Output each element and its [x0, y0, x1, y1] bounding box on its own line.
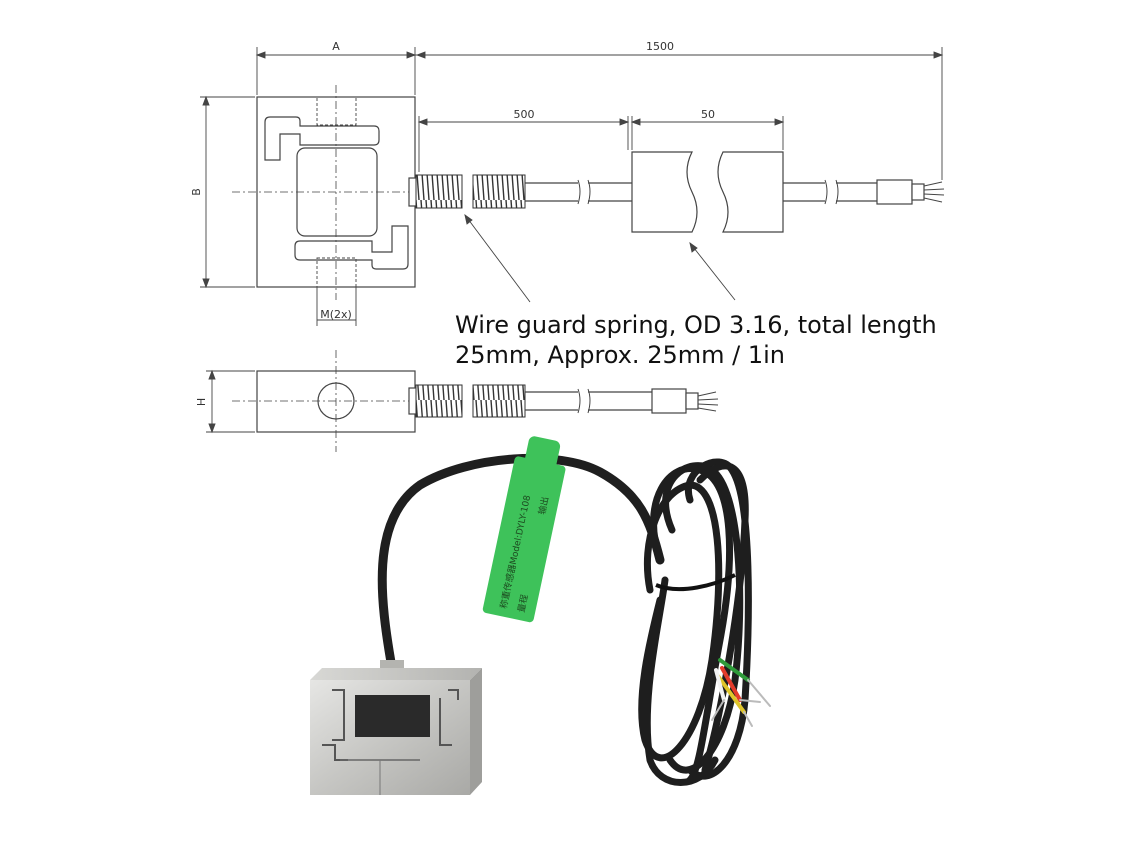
- spring-pointer-arrow: [464, 214, 531, 303]
- wire-ends: [923, 181, 945, 203]
- block-pointer-arrow: [689, 242, 736, 301]
- sensor-window: [355, 695, 430, 737]
- dimension-label-h: H: [195, 398, 208, 406]
- colored-wire-ends: [711, 658, 771, 727]
- front-view: [232, 85, 440, 300]
- side-view: [232, 350, 719, 452]
- upper-s-slot: [264, 116, 380, 161]
- cable-tie: [655, 573, 736, 592]
- lower-s-slot: [294, 225, 409, 270]
- dimension-label-1500: 1500: [646, 40, 674, 53]
- spring-annotation: Wire guard spring, OD 3.16, total length…: [455, 310, 1015, 370]
- product-label: 称重传感器Model:DYLY-108 输出 量程: [482, 436, 566, 623]
- spring-section-1: [415, 174, 463, 209]
- dimension-label-a: A: [332, 40, 340, 53]
- dimension-lines: [200, 47, 944, 434]
- annotation-line-2: 25mm, Approx. 25mm / 1in: [455, 341, 785, 369]
- label-output-text: 输出: [536, 496, 551, 516]
- cable-end-sleeve: [876, 179, 913, 205]
- top-thread-hole: [316, 96, 357, 126]
- side-mounting-hole: [317, 382, 355, 420]
- product-photo: 称重传感器Model:DYLY-108 输出 量程: [310, 436, 771, 795]
- side-spring-1: [415, 384, 463, 418]
- bottom-thread-hole: [316, 257, 357, 288]
- sensor-block: [310, 660, 482, 795]
- label-range-text: 量程: [516, 594, 531, 614]
- spring-section-2: [472, 174, 526, 209]
- cable-break-block-left: [631, 151, 698, 233]
- dimension-label-50: 50: [701, 108, 715, 121]
- side-spring-2: [472, 384, 526, 418]
- dimension-label-500: 500: [514, 108, 535, 121]
- annotation-line-1: Wire guard spring, OD 3.16, total length: [455, 311, 937, 339]
- dimension-label-b: B: [190, 188, 203, 196]
- cable-coil: [638, 458, 752, 786]
- front-cable: [415, 151, 945, 233]
- sensor-cable: [377, 453, 665, 673]
- cable-break-block-right: [717, 151, 784, 233]
- dimension-label-m2x: M(2x): [320, 308, 352, 321]
- center-window: [296, 147, 378, 237]
